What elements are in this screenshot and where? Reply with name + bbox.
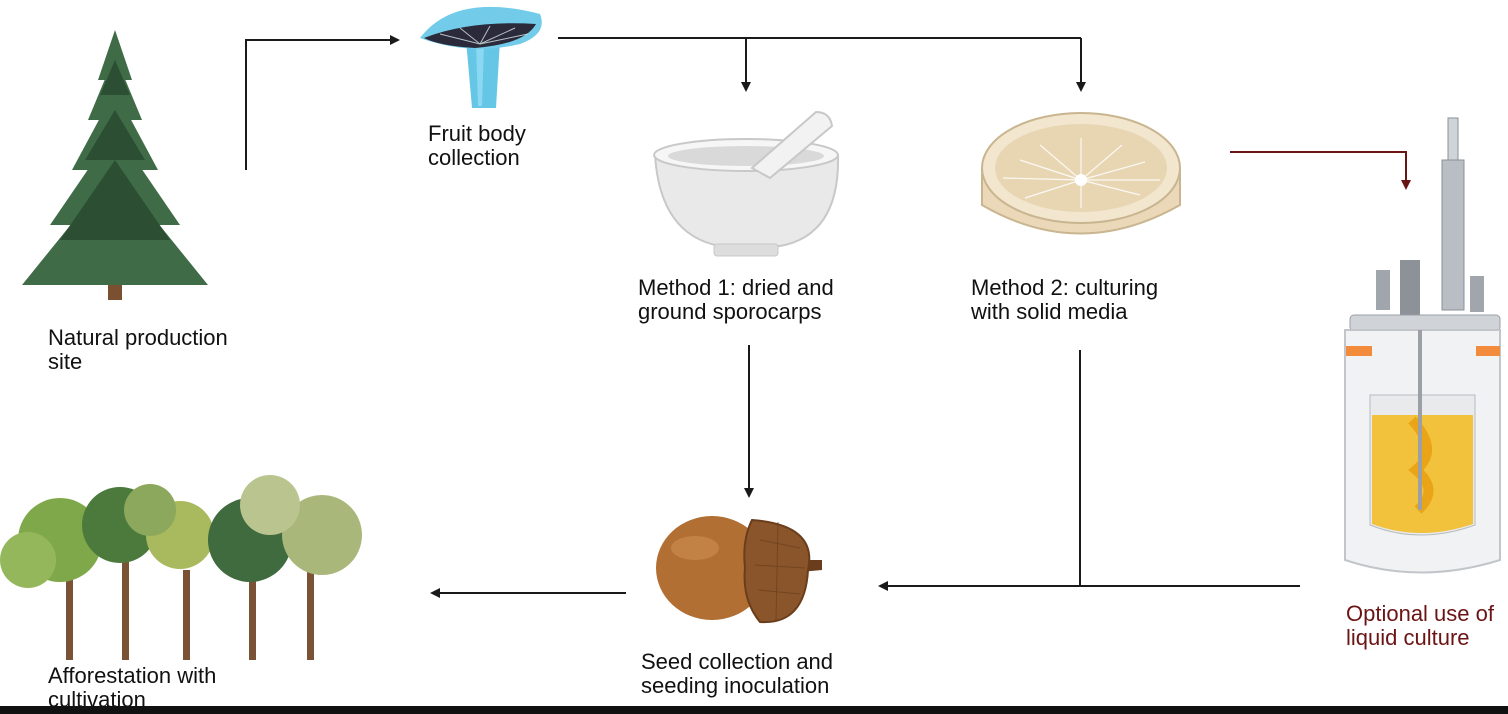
arrow-optional-liquid xyxy=(1230,151,1411,190)
label-afforestation: Afforestation with cultivation xyxy=(48,664,216,712)
label-line: Method 1: dried and xyxy=(638,275,834,300)
label-line: Method 2: culturing xyxy=(971,275,1159,300)
label-line: site xyxy=(48,349,83,374)
label-line: Fruit body xyxy=(428,121,526,146)
label-line: ground sporocarps xyxy=(638,299,822,324)
label-fruit-body-collection: Fruit body collection xyxy=(428,122,526,170)
label-method-2: Method 2: culturing with solid media xyxy=(971,276,1158,324)
label-line: Seed collection and xyxy=(641,649,834,674)
label-seed-collection: Seed collection and seeding inoculation xyxy=(641,650,833,698)
label-line: collection xyxy=(428,145,520,170)
label-line: with solid media xyxy=(971,299,1128,324)
label-line: Afforestation with xyxy=(48,663,217,688)
label-line: Natural production xyxy=(48,325,228,350)
label-optional-liquid-culture: Optional use of liquid culture xyxy=(1346,602,1494,650)
label-line: liquid culture xyxy=(1346,625,1470,650)
label-line: seeding inoculation xyxy=(641,673,830,698)
bottom-border xyxy=(0,706,1508,714)
label-line: Optional use of xyxy=(1346,601,1494,626)
label-natural-production-site: Natural production site xyxy=(48,326,228,374)
label-method-1: Method 1: dried and ground sporocarps xyxy=(638,276,834,324)
arrow-site-to-fruit xyxy=(245,35,400,170)
